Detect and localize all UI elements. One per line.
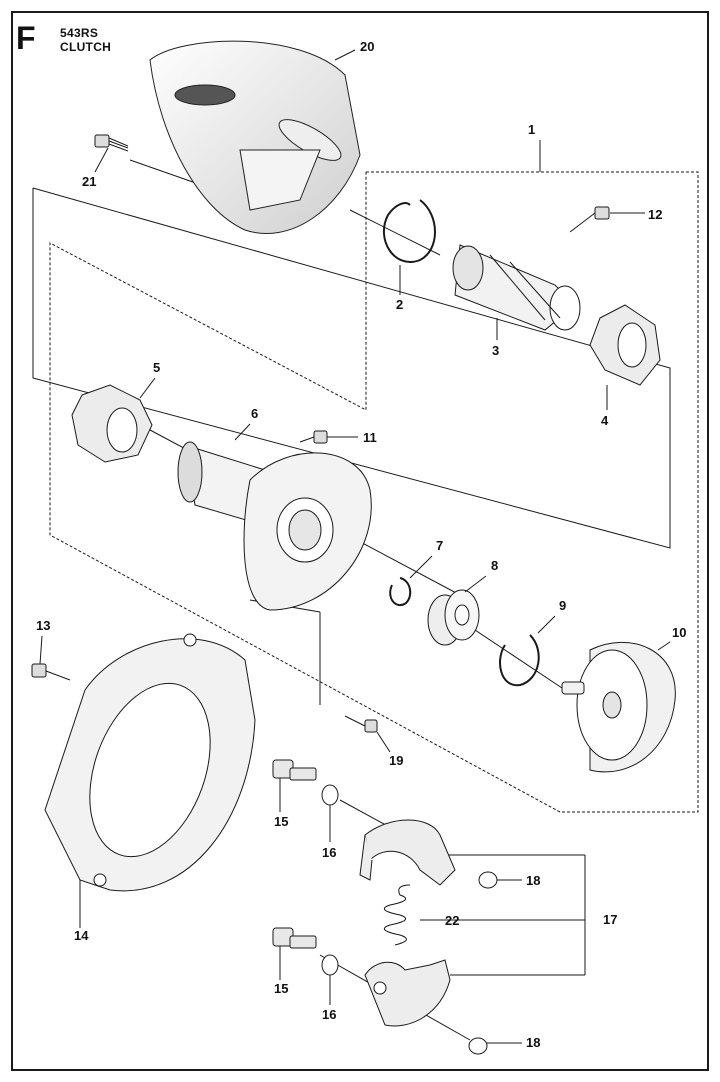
callout-4: 4 <box>601 413 609 428</box>
shaft-guard-cone <box>149 40 361 234</box>
callout-16b: 16 <box>322 1007 336 1022</box>
shoulder-bolt-15b <box>272 927 317 949</box>
screw-19 <box>344 715 378 733</box>
assembly-outline-1 <box>49 171 699 813</box>
shoulder-bolt-15a <box>272 759 317 781</box>
callout-3: 3 <box>492 343 499 358</box>
callout-22: 22 <box>445 913 459 928</box>
sheet-letter: F <box>16 20 36 56</box>
washer-18b <box>468 1037 488 1055</box>
bearing-8 <box>427 589 480 646</box>
screw-12 <box>569 206 610 233</box>
washer-16a <box>321 784 339 806</box>
spring-22 <box>383 884 411 946</box>
model-number: 543RS <box>60 26 99 40</box>
screw-21 <box>94 134 129 152</box>
circlip-9 <box>499 634 540 687</box>
callout-7: 7 <box>436 538 443 553</box>
clutch-shoe-a <box>359 819 456 886</box>
clutch-shoe-b <box>364 959 451 1027</box>
washer-18a <box>478 871 498 889</box>
callout-11: 11 <box>363 430 377 445</box>
screw-13 <box>31 663 71 681</box>
clutch-housing-6 <box>177 441 372 611</box>
callout-5: 5 <box>153 360 160 375</box>
callout-14: 14 <box>74 928 89 943</box>
callout-16a: 16 <box>322 845 336 860</box>
washer-16b <box>321 954 339 976</box>
callout-9: 9 <box>559 598 566 613</box>
callout-1: 1 <box>528 122 535 137</box>
callout-10: 10 <box>672 625 686 640</box>
assembly-outline-2 <box>32 187 671 549</box>
callout-12: 12 <box>648 207 662 222</box>
callout-2: 2 <box>396 297 403 312</box>
callout-19: 19 <box>389 753 403 768</box>
callout-15b: 15 <box>274 981 288 996</box>
callout-18b: 18 <box>526 1035 540 1050</box>
screw-11 <box>299 430 328 444</box>
callout-17: 17 <box>603 912 617 927</box>
callout-6: 6 <box>251 406 258 421</box>
nut-5 <box>71 384 153 463</box>
section-title: CLUTCH <box>60 40 112 54</box>
clutch-drum-cage-3 <box>452 244 581 331</box>
nut-4 <box>589 304 661 386</box>
drawing-frame <box>11 11 709 1071</box>
callout-21: 21 <box>82 174 96 189</box>
callout-18a: 18 <box>526 873 540 888</box>
fan-housing-14 <box>44 633 256 892</box>
callout-15a: 15 <box>274 814 288 829</box>
callout-20: 20 <box>360 39 374 54</box>
retaining-ring-7 <box>389 577 412 606</box>
clutch-drum-10 <box>561 641 676 773</box>
callout-13: 13 <box>36 618 50 633</box>
callout-8: 8 <box>491 558 498 573</box>
circlip-2 <box>382 199 436 263</box>
